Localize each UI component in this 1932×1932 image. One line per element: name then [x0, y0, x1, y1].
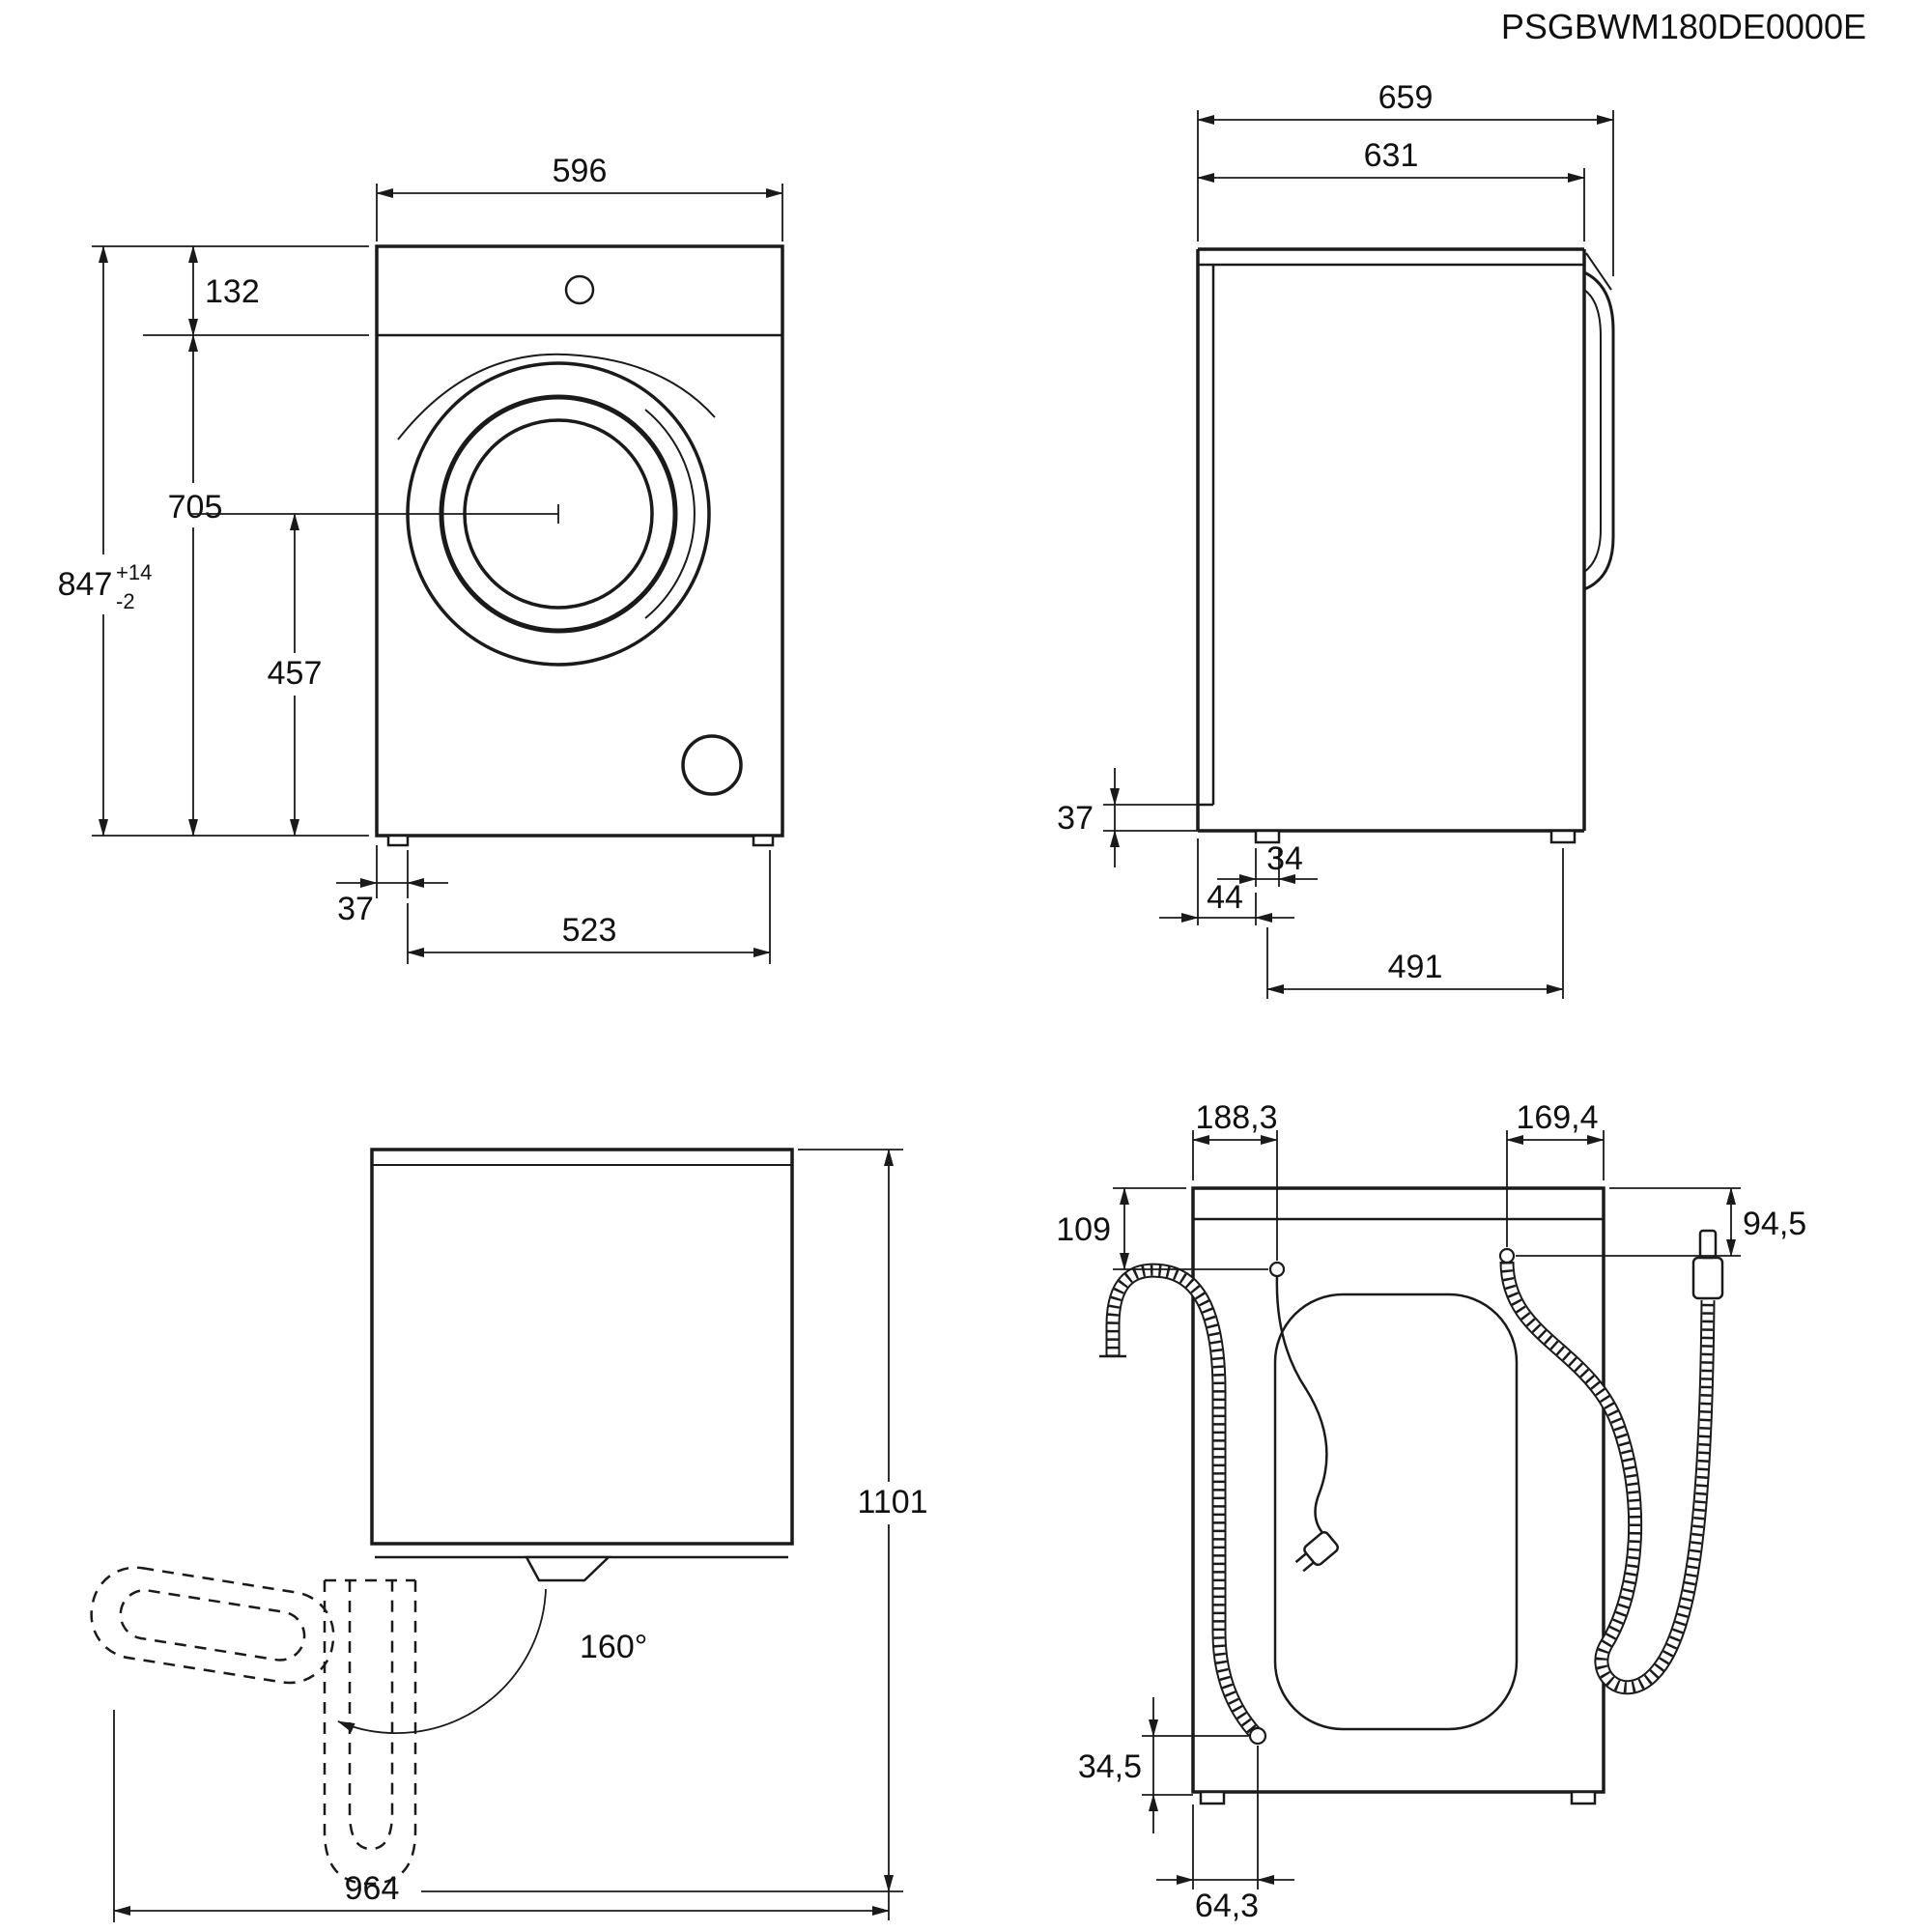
dim-705-lines: [155, 334, 236, 837]
side-door-top-detail: [1585, 252, 1612, 291]
dim-drain-offset-bottom: 34,5: [1078, 1748, 1142, 1785]
dim-door-center-height: 457: [268, 655, 323, 692]
dim-cord-offset-top: 109: [1056, 1211, 1111, 1248]
door-hinge-flap: [524, 1555, 612, 1582]
dim-height-tolerance-minus: -2: [116, 589, 135, 613]
dim-total-depth-lines: [1197, 110, 1614, 276]
dim-open-total-depth: 964: [345, 1870, 400, 1907]
cord-attachment-point: [1268, 1261, 1286, 1278]
front-left-foot: [386, 834, 410, 847]
dim-foot-inset-lines: [336, 845, 448, 898]
dim-foot-width-lines: [1217, 848, 1318, 887]
inlet-hose: [1499, 1229, 1724, 1695]
door-open-vertical-dashed: [323, 1578, 417, 1886]
front-view: 596 132 705 847 +14 -2: [48, 153, 784, 964]
filter-door: [681, 734, 743, 796]
dim-total-depth: 659: [1378, 79, 1434, 116]
dim-cord-left-lines: [1192, 1130, 1278, 1261]
dim-rear-base-height: 37: [1057, 800, 1094, 837]
rear-back-panel: [1273, 1293, 1519, 1731]
side-door-bulge: [1583, 270, 1615, 591]
dim-body-depth-lines: [1197, 168, 1585, 242]
door-open-view: 160° 1101 964: [90, 1148, 937, 1922]
side-front-foot: [1254, 829, 1281, 844]
dim-door-center-lines: [190, 504, 559, 837]
inlet-attachment-point: [1498, 1247, 1516, 1264]
dim-open-height-lines: [421, 1149, 937, 1920]
dim-inlet-offset-right: 169,4: [1516, 1099, 1598, 1136]
drain-hose: [1099, 1263, 1264, 1742]
rear-view: 188,3 169,4 109 94,5: [1056, 1099, 1806, 1924]
dim-drain-bottom-lines: [1142, 1697, 1248, 1833]
rear-right-foot: [1570, 1790, 1597, 1805]
dim-total-height: 847: [58, 566, 113, 603]
dim-height-to-top-panel: 705: [168, 489, 223, 526]
inlet-hose-fitting: [1691, 1256, 1724, 1300]
dim-cord-offset-left: 188,3: [1195, 1099, 1277, 1136]
dim-top-panel-lines: [143, 245, 369, 336]
program-knob: [564, 274, 595, 305]
dim-inlet-top-lines: [1516, 1187, 1741, 1257]
door-bezel-right: [644, 409, 696, 619]
dim-rear-base-lines: [1103, 768, 1206, 867]
dim-front-feet-spacing-lines: [407, 850, 771, 964]
dim-top-panel-height: 132: [205, 273, 260, 310]
door-bezel-top: [397, 353, 716, 440]
front-right-foot: [752, 834, 775, 847]
dim-total-height-lines: [48, 245, 369, 837]
dim-foot-width: 34: [1266, 840, 1303, 877]
dim-front-width-lines: [376, 184, 783, 242]
drain-outlet-point: [1248, 1726, 1267, 1746]
side-door-inner: [1583, 289, 1602, 573]
dim-foot-setback: 44: [1207, 879, 1243, 916]
dim-foot-setback-lines: [1159, 838, 1294, 925]
dim-front-feet-spacing: 523: [562, 912, 617, 949]
dim-front-width: 596: [553, 153, 608, 189]
dim-drain-offset-left: 64,3: [1195, 1888, 1259, 1924]
open-view-body: [370, 1148, 794, 1546]
dim-side-feet-spacing-lines: [1266, 848, 1564, 999]
inlet-hose-connector: [1698, 1229, 1718, 1260]
door-angle-arc: [337, 1588, 547, 1735]
door-open-horizontal-dashed: [90, 1566, 335, 1685]
dim-height-tolerance-plus: +14: [116, 560, 152, 584]
drawing-number: PSGBWM180DE0000E: [1501, 7, 1866, 46]
dim-inlet-right-lines: [1506, 1130, 1605, 1247]
dim-open-depth-lines: [113, 1710, 890, 1922]
side-view: 659 631 37 34: [1057, 79, 1615, 999]
power-cord: [1275, 1275, 1339, 1573]
dim-door-angle: 160°: [580, 1629, 647, 1665]
dim-body-depth: 631: [1364, 137, 1419, 174]
dim-foot-inset: 37: [337, 891, 374, 927]
dim-cord-top-lines: [1113, 1187, 1268, 1270]
dim-side-feet-spacing: 491: [1388, 949, 1443, 985]
power-plug-icon: [1294, 1531, 1339, 1573]
rear-left-foot: [1199, 1790, 1226, 1805]
dim-inlet-offset-top: 94,5: [1743, 1206, 1806, 1242]
side-rear-foot: [1549, 829, 1577, 844]
dim-drain-left-lines: [1156, 1746, 1294, 1889]
dim-open-total-height: 1101: [857, 1484, 927, 1520]
